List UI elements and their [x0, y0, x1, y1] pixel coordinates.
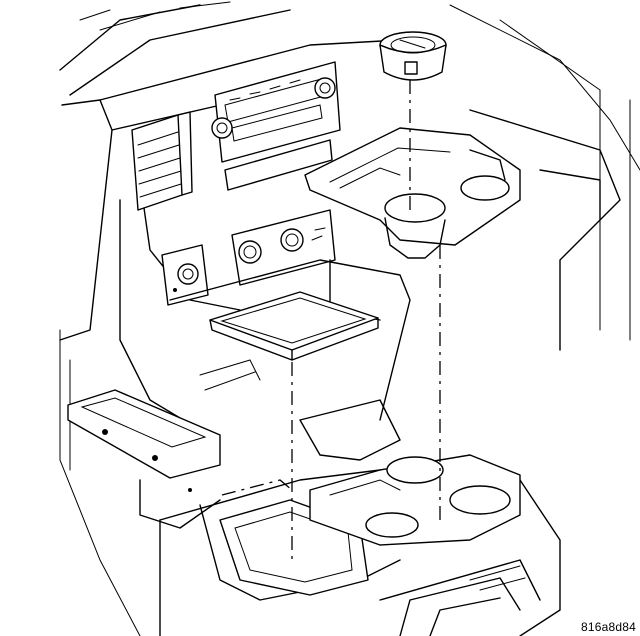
storage-tray	[209, 291, 379, 361]
storage-bin	[67, 389, 221, 529]
climate-control-panel	[231, 209, 336, 286]
cup-holder-insert	[304, 127, 521, 259]
radio-unit	[211, 61, 341, 191]
floor-console	[159, 399, 561, 636]
alignment-lines	[221, 80, 441, 560]
air-vent	[131, 111, 193, 211]
headlight-switch	[161, 244, 209, 306]
figure-id-label: 816a8d84	[581, 620, 636, 634]
ash-receiver-cup	[379, 31, 447, 81]
